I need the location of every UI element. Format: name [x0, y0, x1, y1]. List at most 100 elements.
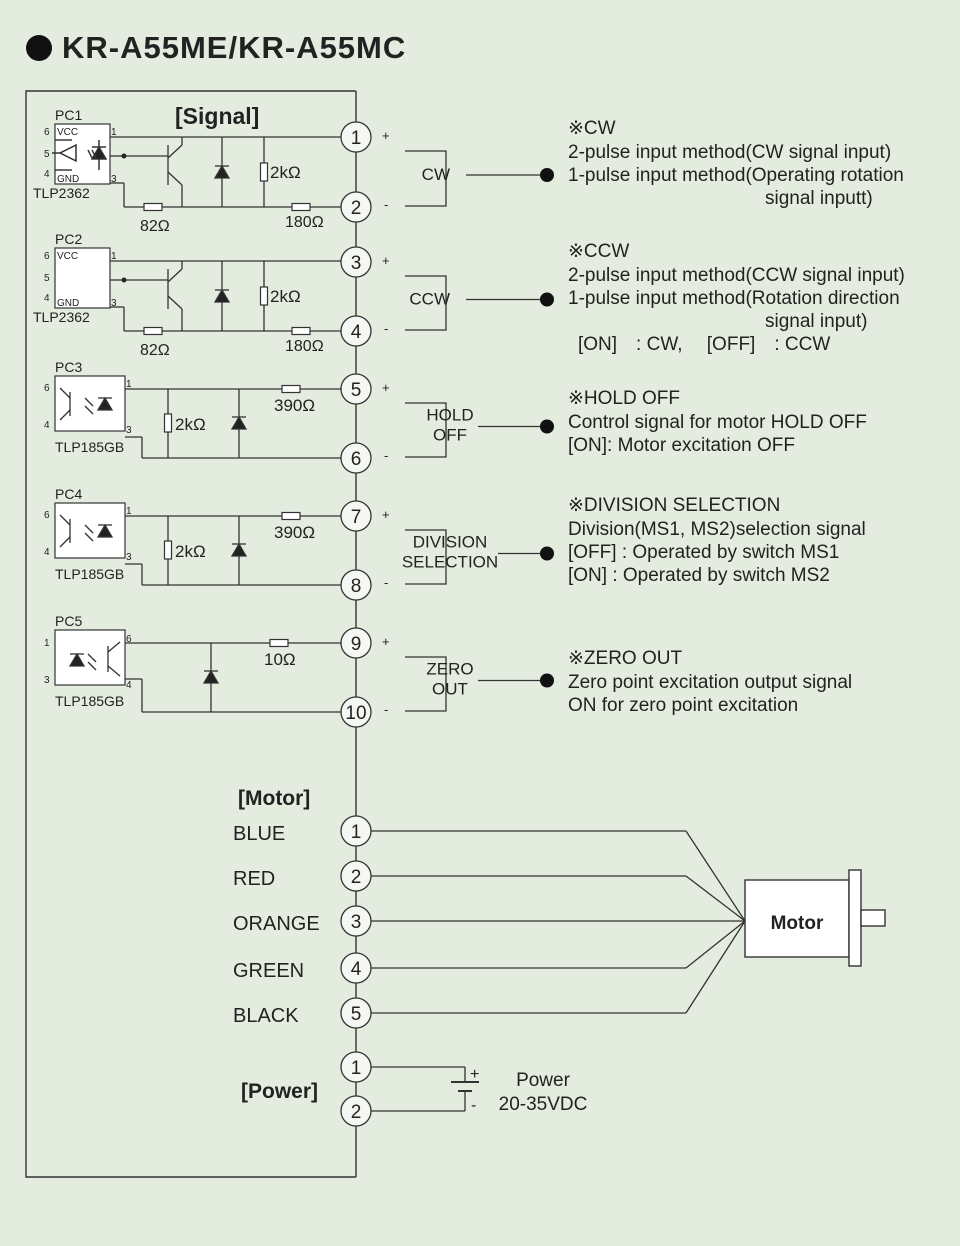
- pc5-light-arrow-2: [87, 661, 97, 671]
- signal-header: [Signal]: [175, 103, 259, 129]
- power-label: Power: [516, 1070, 571, 1091]
- title-text: KR-A55ME/KR-A55MC: [62, 30, 407, 65]
- pc5-pin-d: 4: [126, 680, 132, 691]
- signal-pin-5: [340, 373, 372, 405]
- pc3-r2k-icon: [163, 413, 173, 433]
- pc5-model: TLP185GB: [55, 693, 124, 709]
- pc3-pt-c: [59, 387, 71, 399]
- pc2-r180-label: 180Ω: [285, 338, 324, 355]
- pc1-vcc-label: VCC: [57, 127, 78, 138]
- motor-label: Motor: [771, 913, 824, 934]
- signal-pin-2-number: 2: [351, 198, 362, 219]
- pc3-r390-label: 390Ω: [274, 396, 315, 415]
- pc2-pin6: 6: [44, 251, 50, 262]
- desc-heading-1: ※CCW: [568, 241, 629, 262]
- signal-pin-4: [340, 315, 372, 347]
- pc4-ref: PC4: [55, 486, 82, 502]
- pc5-r10-icon: [269, 638, 289, 648]
- motor-wire-4-converge: [685, 920, 746, 969]
- motor-wire-green-label: GREEN: [233, 960, 304, 982]
- desc-line-4-0: Zero point excitation output signal: [568, 672, 852, 693]
- desc-line-0-0: 2-pulse input method(CW signal input): [568, 142, 891, 163]
- pc4-r2k-label: 2kΩ: [175, 542, 206, 561]
- signal-label-1: CCW: [409, 290, 450, 309]
- bracket-1: [405, 275, 447, 331]
- desc-line-0-1: 1-pulse input method(Operating rotation: [568, 165, 904, 186]
- desc-line-1-1: 1-pulse input method(Rotation direction: [568, 288, 900, 309]
- pc4-pin-c: 1: [126, 506, 132, 517]
- motor-pin-3-number: 3: [351, 912, 362, 933]
- minus-sign-8: -: [384, 575, 388, 590]
- pc3-r390-icon: [281, 384, 301, 394]
- signal-label-2-b: OFF: [433, 426, 467, 445]
- signal-dot-3: [540, 546, 554, 561]
- signal-pin-8: [340, 569, 372, 601]
- power-minus-sign: -: [471, 1097, 476, 1114]
- pc2-vcc-label: VCC: [57, 251, 78, 262]
- power-pin-1-number: 1: [351, 1058, 362, 1079]
- pc4-pt-e: [59, 536, 71, 548]
- page-title: KR-A55ME/KR-A55MC: [26, 30, 406, 66]
- bracket-2: [405, 402, 447, 458]
- pc3-pin-c: 1: [126, 379, 132, 390]
- pc2-pin5: 5: [44, 273, 50, 284]
- motor-wire-orange-label: ORANGE: [233, 913, 320, 935]
- motor-wire-black-label: BLACK: [233, 1005, 299, 1027]
- desc-heading-4: ※ZERO OUT: [568, 648, 682, 669]
- pc2-r2k-label: 2kΩ: [270, 287, 301, 306]
- pc1-r82-label: 82Ω: [140, 218, 170, 235]
- motor-pin-4-number: 4: [351, 959, 362, 980]
- pc1-gnd-label: GND: [57, 174, 79, 185]
- signal-pin-6: [340, 442, 372, 474]
- minus-sign-4: -: [384, 321, 388, 336]
- plus-sign-3: +: [382, 253, 390, 268]
- desc-line-4-1: ON for zero point excitation: [568, 695, 798, 716]
- pc4-r390-label: 390Ω: [274, 523, 315, 542]
- desc-line-1-0: 2-pulse input method(CCW signal input): [568, 265, 905, 286]
- pc5-pin-b: 3: [44, 675, 50, 686]
- signal-pin-3-number: 3: [351, 253, 362, 274]
- pc1-ref: PC1: [55, 107, 82, 123]
- pc2-ref: PC2: [55, 231, 82, 247]
- pc2-transistor-c: [167, 268, 183, 283]
- signal-pin-8-number: 8: [351, 576, 362, 597]
- bracket-0: [405, 150, 447, 207]
- signal-pin-7: [340, 500, 372, 532]
- pc3-r2k-label: 2kΩ: [175, 415, 206, 434]
- motor-wire-2-converge: [685, 875, 746, 922]
- signal-pin-10: [340, 696, 372, 728]
- pc2-diode-icon: [213, 288, 231, 303]
- signal-pin-1-number: 1: [351, 128, 362, 149]
- motor-pin-1-number: 1: [351, 822, 362, 843]
- pc5-pt-c: [107, 641, 121, 653]
- desc-heading-2: ※HOLD OFF: [568, 388, 680, 409]
- pc2-r82-icon: [143, 326, 163, 336]
- pc1-pin4: 4: [44, 169, 50, 180]
- pc5-r10-label: 10Ω: [264, 650, 296, 669]
- pc4-light-arrow: [84, 524, 94, 534]
- power-plus-sign: +: [470, 1066, 479, 1083]
- pc1-r180-icon: [291, 202, 311, 212]
- pc3-diode-icon: [230, 415, 248, 430]
- motor-flange: [848, 869, 862, 967]
- signal-label-0: CW: [422, 165, 450, 184]
- signal-pin-5-number: 5: [351, 380, 362, 401]
- pc5-led-icon: [68, 652, 86, 667]
- desc-line-0-2: signal inputt): [765, 188, 873, 209]
- plus-sign-9: +: [382, 634, 390, 649]
- signal-pin-3: [340, 246, 372, 278]
- signal-label-4-a: ZERO: [426, 660, 473, 679]
- signal-label-4-b: OUT: [432, 680, 468, 699]
- pc4-pin-d: 3: [126, 552, 132, 563]
- signal-label-2-a: HOLD: [426, 406, 473, 425]
- pc3-led-icon: [96, 396, 114, 411]
- pc4-pt-c: [59, 514, 71, 526]
- pc1-diode-icon: [213, 164, 231, 179]
- signal-pin-4-number: 4: [351, 322, 362, 343]
- bracket-4: [405, 656, 447, 712]
- pc2-r180-icon: [291, 326, 311, 336]
- minus-sign-10: -: [384, 702, 388, 717]
- motor-wire-red-label: RED: [233, 868, 275, 890]
- motor-shaft: [860, 909, 886, 927]
- pc2-light-arrow: [87, 149, 93, 159]
